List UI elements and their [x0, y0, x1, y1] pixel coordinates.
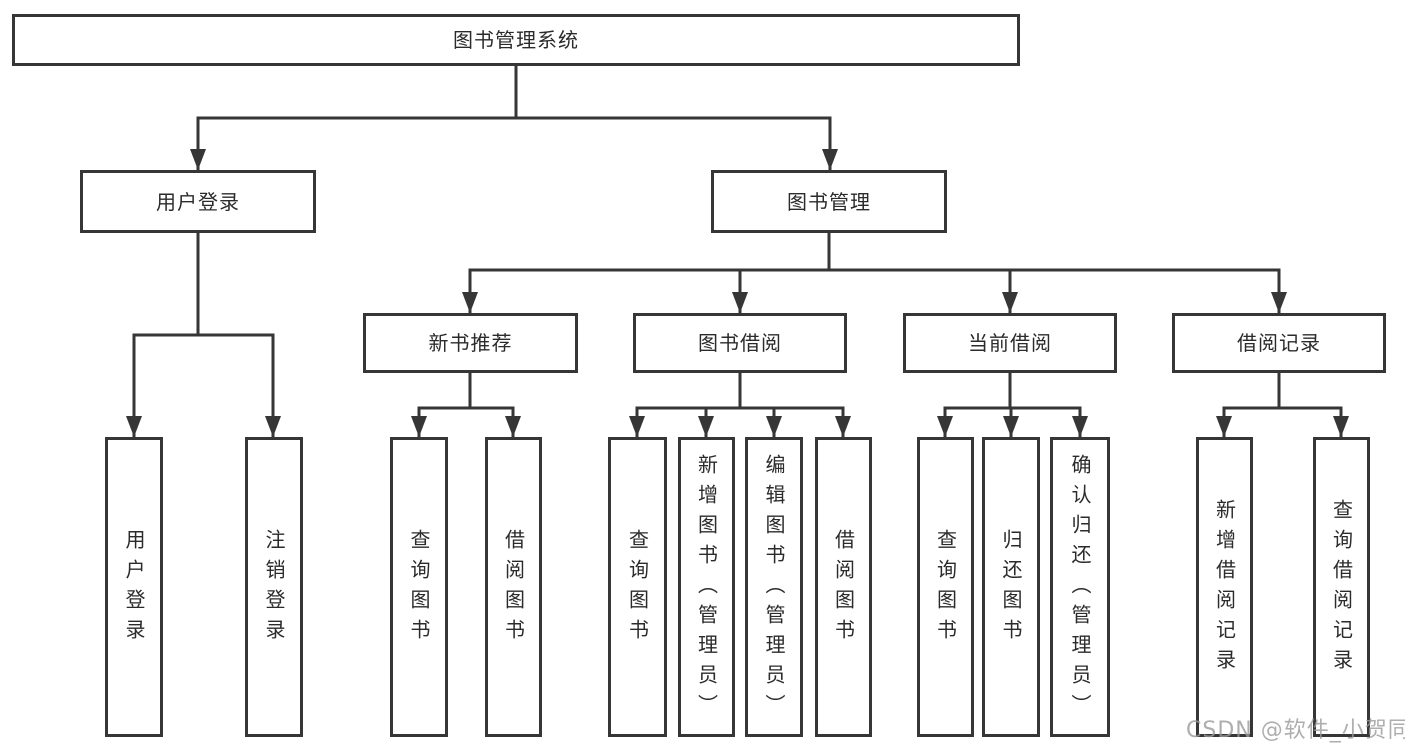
leaf-query-borrow-record: 查询借阅记录 — [1313, 437, 1370, 737]
node-new-book-recommendation: 新书推荐 — [363, 313, 578, 373]
leaf-logout: 注销登录 — [245, 437, 303, 737]
leaf-user-login: 用户登录 — [105, 437, 163, 737]
watermark: CSDN @软件_小贺同学 — [1186, 718, 1405, 743]
leaf-return-books: 归还图书 — [982, 437, 1040, 737]
node-library-management-system: 图书管理系统 — [12, 14, 1020, 66]
leaf-add-borrow-record: 新增借阅记录 — [1196, 437, 1253, 737]
node-user-login: 用户登录 — [80, 170, 316, 233]
node-book-borrowing: 图书借阅 — [633, 313, 847, 373]
leaf-edit-books-admin: 编辑图书（管理员） — [745, 437, 803, 737]
leaf-confirm-return-admin: 确认归还（管理员） — [1050, 437, 1110, 737]
node-book-management: 图书管理 — [711, 170, 947, 233]
leaf-query-books-borrow: 查询图书 — [608, 437, 667, 737]
leaf-borrow-books-recommend: 借阅图书 — [485, 437, 542, 737]
leaf-query-books-current: 查询图书 — [917, 437, 974, 737]
node-current-borrowing: 当前借阅 — [903, 313, 1117, 373]
leaf-query-books-recommend: 查询图书 — [390, 437, 448, 737]
node-borrowing-records: 借阅记录 — [1172, 313, 1386, 373]
leaf-borrow-books: 借阅图书 — [815, 437, 872, 737]
leaf-add-books-admin: 新增图书（管理员） — [678, 437, 735, 737]
